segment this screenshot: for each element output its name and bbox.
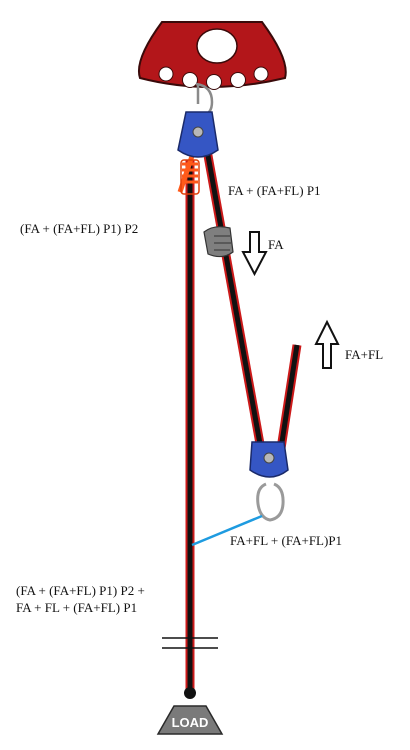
hand-icon: [203, 226, 234, 258]
anchor-plate-icon: [138, 21, 287, 90]
top-carabiner-icon: [195, 82, 214, 118]
label-p2: (FA + (FA+FL) P1) P2: [20, 221, 139, 236]
rope-break-marks: [162, 637, 218, 649]
label-fa-fl-p1: FA+FL + (FA+FL)P1: [230, 533, 343, 548]
arrow-down-icon: [241, 231, 268, 277]
load-weight-icon: LOAD: [156, 705, 224, 735]
arrow-up-icon: [314, 319, 340, 369]
haul-rope-descending: [202, 149, 267, 456]
lower-pulley-icon: [249, 441, 289, 478]
label-fa-plus-p1: FA + (FA+FL) P1: [228, 183, 321, 198]
load-label: LOAD: [172, 715, 209, 730]
label-total: (FA + (FA+FL) P1) P2 + FA + FL + (FA+FL)…: [16, 582, 145, 616]
load-knot-icon: [184, 687, 196, 699]
lower-carabiner-icon: [256, 482, 285, 522]
label-fa: FA: [268, 237, 284, 252]
label-total-line2: FA + FL + (FA+FL) P1: [16, 600, 138, 615]
label-total-line1: (FA + (FA+FL) P1) P2 +: [16, 583, 145, 598]
top-pulley-icon: [177, 111, 219, 158]
sling-line: [191, 514, 263, 547]
haul-rope-ascending: [275, 344, 302, 456]
label-fa-fl: FA+FL: [345, 347, 384, 362]
